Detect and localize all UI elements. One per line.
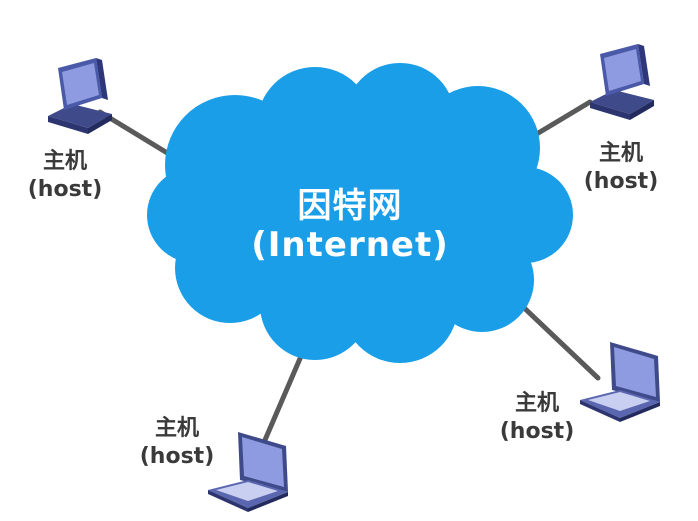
host-sub: (host) [583, 169, 659, 194]
link-top-right [532, 99, 593, 138]
laptop-icon [580, 342, 660, 422]
cloud-title-en: (Internet) [251, 225, 449, 265]
host-label-bottom-right: 主机 (host) [482, 390, 592, 446]
desktop-computer-icon [590, 44, 654, 120]
laptop-icon [208, 432, 288, 512]
host-name: 主机 [42, 149, 87, 174]
desktop-computer-icon [48, 58, 112, 134]
cloud-title-cn: 因特网 [297, 186, 403, 226]
host-name: 主机 [598, 141, 643, 166]
host-sub: (host) [139, 444, 215, 469]
host-name: 主机 [514, 391, 559, 416]
host-label-top-left: 主机 (host) [10, 148, 120, 204]
host-label-bottom-left: 主机 (host) [122, 415, 232, 471]
host-sub: (host) [27, 177, 103, 202]
host-sub: (host) [499, 419, 575, 444]
host-name: 主机 [154, 416, 199, 441]
host-label-top-right: 主机 (host) [566, 140, 676, 196]
internet-cloud [147, 63, 573, 363]
